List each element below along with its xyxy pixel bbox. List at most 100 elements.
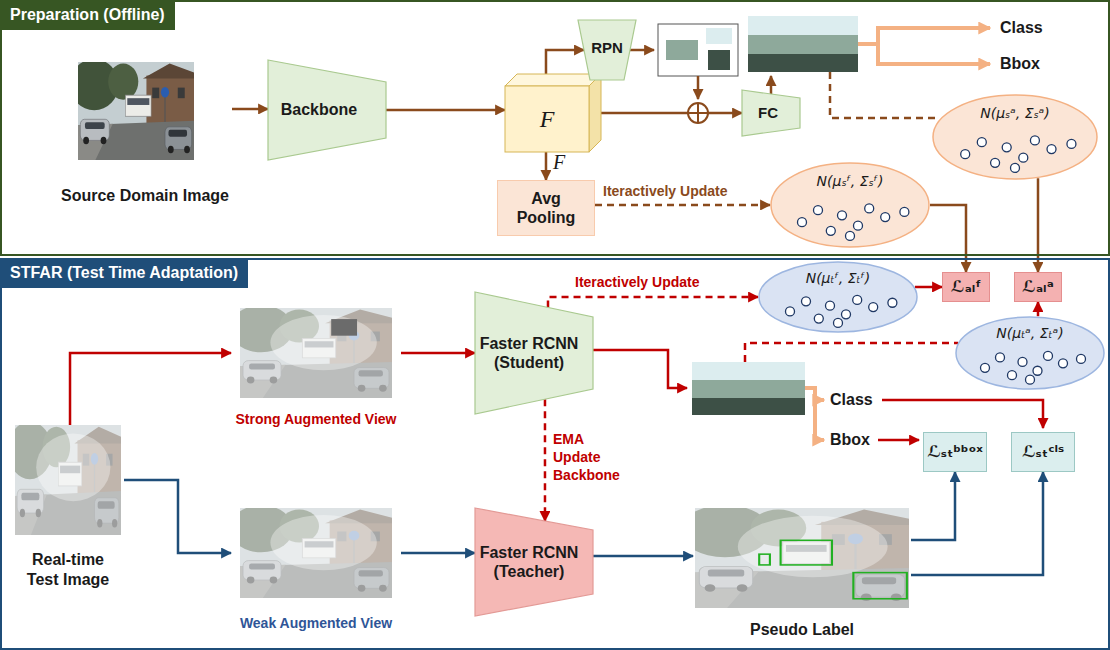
flow-connector: [548, 297, 758, 307]
node-label: Faster RCNN (Teacher): [477, 543, 581, 581]
sample-dot: [838, 211, 847, 220]
node-label: F: [540, 106, 555, 133]
proposal-region: [708, 50, 730, 70]
loss-arrow: [878, 439, 919, 442]
node-label: ℒₐₗᶠ: [951, 279, 982, 295]
test-image: [8, 422, 121, 535]
node-label: N(μₛᶠ, Σₛᶠ): [817, 172, 884, 190]
image-block: Weak Augmented View: [231, 508, 401, 632]
feature-cube: F: [505, 74, 601, 152]
label-holder: Class: [1000, 18, 1043, 38]
roi-feature-bar: [692, 398, 805, 415]
edge-label: EMA Update Backbone: [553, 430, 633, 484]
cube-top: [505, 74, 601, 86]
roi-feature-bar: [692, 362, 805, 380]
sample-dot: [846, 231, 855, 240]
node-label: Backbone: [281, 100, 357, 119]
panel-heading: STFAR (Test Time Adaptation): [0, 258, 248, 288]
detection-box: [781, 540, 832, 565]
sample-dot: [981, 363, 990, 372]
node-label: N(μₛᵃ, Σₛᵃ): [980, 104, 1049, 122]
sum-symbol-cross: [689, 104, 707, 122]
sample-dot: [798, 218, 807, 227]
sum-symbol: [688, 103, 708, 123]
flow-arrow: [593, 350, 687, 388]
scene-use: [229, 505, 392, 598]
loss-box: ℒₛₜᵇᵇᵒˣ: [923, 432, 987, 472]
sample-dot: [802, 297, 811, 306]
gaussian-ellipse: N(μₜᶠ, Σₜᶠ): [758, 261, 918, 333]
roi-feature-bar: [692, 380, 805, 398]
split-arrow: [815, 388, 824, 440]
detection-box: [853, 573, 907, 599]
sample-dot: [814, 206, 823, 215]
trapezoid-shape: [578, 20, 636, 80]
sample-dot: [826, 226, 835, 235]
node-label: Strong Augmented View: [235, 411, 396, 429]
node-label: ℒₛₜᶜˡˢ: [1022, 444, 1064, 460]
flow-connector: [1037, 178, 1040, 272]
sample-dot: [1077, 354, 1086, 363]
label-holder: Class: [830, 390, 873, 410]
node-label: Weak Augmented View: [240, 615, 392, 633]
flow-connector: [601, 112, 742, 115]
flow-arrow: [697, 76, 700, 99]
ellipse-shape: [771, 163, 929, 247]
fog-use: [240, 508, 392, 598]
image-block: Pseudo Label: [693, 508, 911, 640]
node-label: FC: [758, 104, 778, 122]
sample-dot: [1011, 163, 1020, 172]
sample-dot: [991, 158, 1000, 167]
label-holder: Bbox: [1000, 54, 1040, 74]
flow-connector: [930, 205, 966, 272]
node-label: Faster RCNN (Student): [477, 334, 581, 372]
ellipse-shape: [956, 317, 1104, 389]
sample-dot: [1047, 145, 1056, 154]
cube-front: [505, 86, 589, 152]
node-label: Source Domain Image: [61, 186, 229, 206]
split-arrow: [858, 28, 990, 44]
sample-dot: [869, 303, 878, 312]
loss-box: ℒₛₜᶜˡˢ: [1011, 432, 1075, 472]
sample-dot: [1030, 136, 1039, 145]
scene-use: [229, 305, 392, 398]
sample-dot: [961, 150, 970, 159]
node-label: ℒₛₜᵇᵇᵒˣ: [927, 444, 983, 460]
sample-dot: [1059, 359, 1068, 368]
feature-symbol: F: [553, 152, 565, 172]
label-holder: Bbox: [830, 430, 870, 450]
trapezoid-shape: [742, 90, 800, 136]
fog-use: [240, 308, 392, 398]
sample-dot: [853, 295, 862, 304]
sample-dot: [1018, 357, 1027, 366]
process-box: Avg Pooling: [497, 180, 595, 236]
source-image: [70, 59, 194, 160]
flow-connector: [401, 352, 475, 355]
scene-use: [70, 59, 194, 160]
section-panel: Source Domain ImageBackboneFRPNFCN(μₛᵃ, …: [0, 0, 1110, 256]
loss-arrow: [882, 400, 1043, 428]
sample-dot: [1019, 153, 1028, 162]
sample-dot: [1033, 366, 1042, 375]
loss-box: ℒₐₗᶠ: [942, 272, 990, 302]
sample-dot: [888, 298, 897, 307]
sample-dot: [900, 207, 909, 216]
ellipse-shape: [759, 262, 917, 332]
roi-feature-bar: [748, 16, 858, 35]
flow-connector: [546, 50, 584, 74]
sample-dot: [1002, 143, 1011, 152]
sample-dot: [1026, 375, 1035, 384]
sample-dot: [865, 204, 874, 213]
sample-dot: [814, 314, 823, 323]
proposal-box: [658, 24, 738, 76]
image-block: Real-time Test Image: [12, 425, 124, 590]
update-line: [745, 343, 958, 362]
edge-label: Iteractively Update: [575, 273, 700, 291]
scene-use: [8, 422, 121, 535]
trapezoid-shape: [268, 60, 386, 160]
ellipse-shape: [933, 95, 1097, 179]
edge-label-holder: Iteractively Update: [603, 182, 728, 200]
proposal-region: [706, 28, 732, 44]
sample-dot: [842, 310, 851, 319]
node-label: ℒₐₗᵃ: [1022, 279, 1054, 295]
